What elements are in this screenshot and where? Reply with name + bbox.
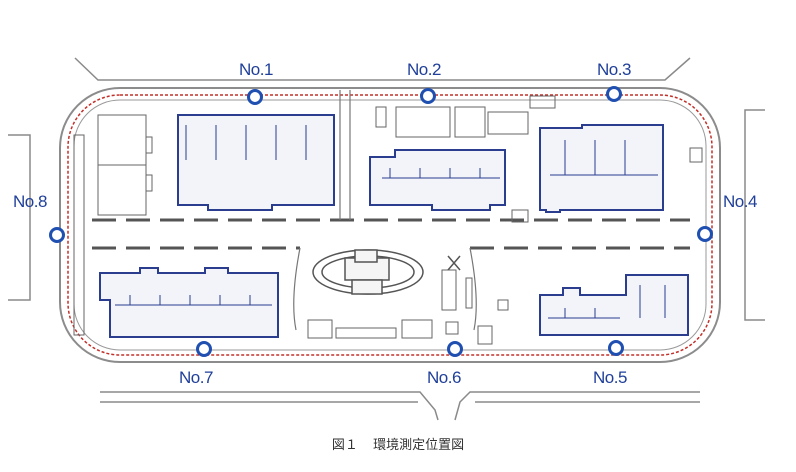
label-no6: No.6 [427,368,461,387]
figure-number: 図１ [331,437,358,452]
central-roundabout [312,249,461,295]
building-details [115,125,666,319]
west-structures [73,114,153,336]
marker-no1 [247,89,263,105]
building-d [99,267,279,338]
misc-structures [307,95,703,345]
marker-no4 [697,226,713,242]
roundabout-roads [293,90,477,331]
label-no2: No.2 [407,60,441,79]
label-no3: No.3 [597,60,631,79]
measurement-point-no6: No.6 [427,341,463,387]
marker-no8 [49,227,65,243]
label-no4: No.4 [723,192,757,211]
building-b [369,149,506,211]
building-e [539,274,689,336]
building-a [177,114,335,211]
building-c [539,124,664,213]
measurement-point-no5: No.5 [593,340,627,387]
marker-no3 [606,86,622,102]
figure-caption: 図１ 環境測定位置図 [0,434,796,453]
roads [8,57,765,421]
label-no1: No.1 [239,60,273,79]
measurement-point-no7: No.7 [179,341,213,387]
label-no5: No.5 [593,368,627,387]
measurement-point-no3: No.3 [597,60,631,102]
marker-no6 [447,341,463,357]
buildings [99,114,689,338]
measurement-points: No.1 No.2 No.3 No.4 No.5 No.6 No.7 No.8 [13,60,757,387]
measurement-point-no8: No.8 [13,192,65,243]
marker-no5 [608,340,624,356]
measurement-point-no1: No.1 [239,60,273,105]
figure-title: 環境測定位置図 [373,437,465,452]
measurement-point-no2: No.2 [407,60,441,104]
internal-roads [92,218,690,250]
label-no7: No.7 [179,368,213,387]
label-no8: No.8 [13,192,47,211]
marker-no2 [420,88,436,104]
marker-no7 [196,341,212,357]
measurement-point-no4: No.4 [697,192,757,242]
